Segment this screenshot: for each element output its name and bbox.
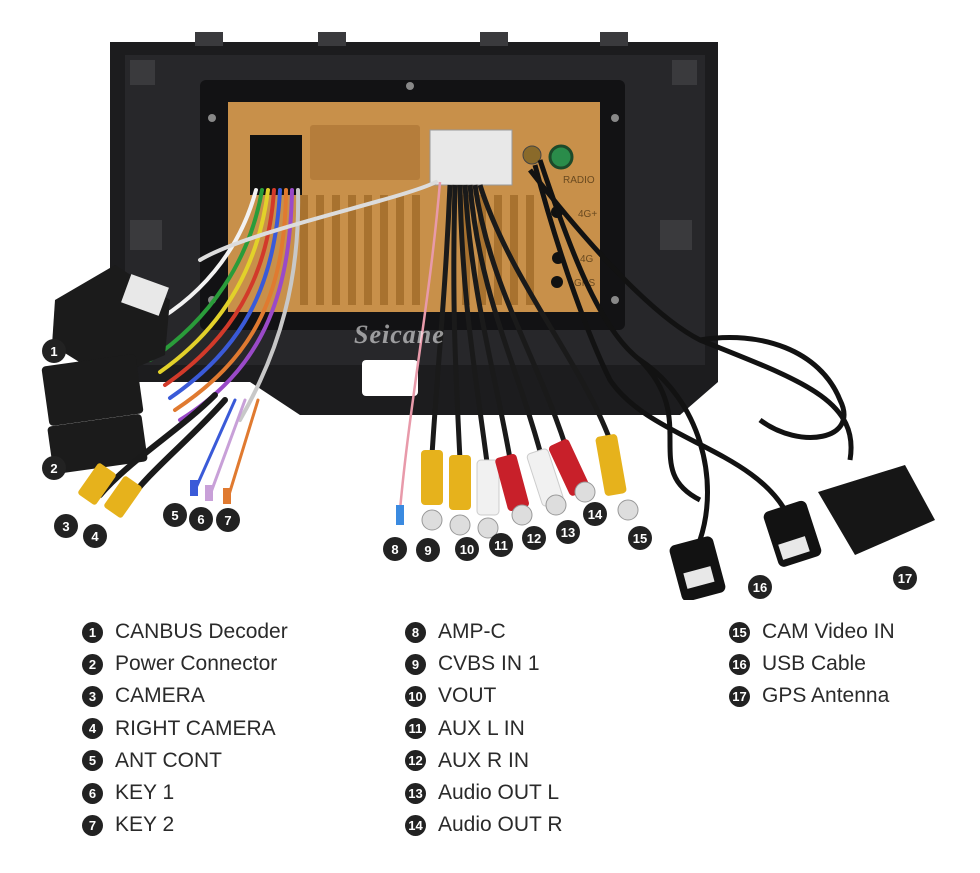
callout-8: 8 (383, 537, 407, 561)
legend-number: 8 (405, 621, 426, 643)
legend-item: 7 KEY 2 (82, 809, 288, 841)
legend-label: AUX L IN (438, 716, 525, 740)
watermark: Seicane (354, 320, 445, 349)
vent-slots (300, 125, 534, 305)
legend-label: GPS Antenna (762, 684, 890, 708)
callout-5: 5 (163, 503, 187, 527)
board-label-4g-plus: 4G+ (578, 209, 597, 220)
legend-label: KEY 1 (115, 781, 175, 805)
gps-antenna-puck (818, 465, 935, 555)
usb-gps-cables (528, 159, 854, 541)
legend-number: 13 (405, 782, 426, 804)
legend-number: 6 (82, 782, 103, 804)
legend-label: VOUT (438, 684, 497, 708)
legend-number: 16 (729, 653, 750, 675)
legend-number: 11 (405, 718, 426, 740)
legend-item: 6 KEY 1 (82, 777, 288, 809)
legend-item: 1 CANBUS Decoder (82, 616, 288, 648)
legend-label: CVBS IN 1 (438, 652, 540, 676)
legend-number: 12 (405, 750, 426, 772)
callout-7: 7 (216, 508, 240, 532)
legend-label: Power Connector (115, 652, 278, 676)
board-label-radio: RADIO (563, 175, 595, 186)
camera-cables (78, 392, 260, 518)
callout-2: 2 (42, 456, 66, 480)
main-harness-socket (250, 135, 302, 195)
canbus-decoder-box (52, 265, 170, 380)
callout-16: 16 (748, 575, 772, 599)
legend-item: 4 RIGHT CAMERA (82, 713, 288, 745)
legend-item: 15 CAM Video IN (729, 616, 895, 648)
power-connector-blocks (41, 354, 148, 474)
legend-column-1: 1 CANBUS Decoder 2 Power Connector 3 CAMERA… (82, 616, 288, 841)
callout-6: 6 (189, 507, 213, 531)
gps-jack (522, 145, 542, 165)
legend-item: 17 GPS Antenna (729, 680, 895, 712)
legend-label: CAM Video IN (762, 620, 895, 644)
callout-10: 10 (455, 537, 479, 561)
rca-plugs (396, 434, 639, 539)
port-gps (551, 276, 563, 288)
legend-item: 13 Audio OUT L (405, 777, 563, 809)
callout-17: 17 (893, 566, 917, 590)
legend-number: 17 (729, 685, 750, 707)
legend-number: 15 (729, 621, 750, 643)
legend-label: RIGHT CAMERA (115, 716, 276, 740)
legend-label: CANBUS Decoder (115, 620, 288, 644)
legend-number: 1 (82, 621, 103, 643)
legend-item: 2 Power Connector (82, 648, 288, 680)
legend-label: USB Cable (762, 652, 866, 676)
legend-item: 16 USB Cable (729, 648, 895, 680)
legend-number: 14 (405, 814, 426, 836)
callout-13: 13 (556, 520, 580, 544)
legend-number: 2 (82, 653, 103, 675)
callout-11: 11 (489, 533, 513, 557)
legend-number: 7 (82, 814, 103, 836)
legend-number: 9 (405, 653, 426, 675)
legend-item: 14 Audio OUT R (405, 809, 563, 841)
legend-label: Audio OUT R (438, 813, 563, 837)
radio-jack (548, 144, 574, 170)
legend-item: 3 CAMERA (82, 680, 288, 712)
legend-label: KEY 2 (115, 813, 175, 837)
rca-bundle-wires (398, 181, 613, 511)
legend-item: 11 AUX L IN (405, 713, 563, 745)
callout-4: 4 (83, 524, 107, 548)
legend-item: 9 CVBS IN 1 (405, 648, 563, 680)
legend-number: 4 (82, 718, 103, 740)
callout-14: 14 (583, 502, 607, 526)
bezel-slot (362, 360, 418, 396)
legend-number: 3 (82, 685, 103, 707)
callout-9: 9 (416, 538, 440, 562)
legend-label: ANT CONT (115, 748, 222, 772)
legend-item: 12 AUX R IN (405, 745, 563, 777)
callout-1: 1 (42, 339, 66, 363)
legend-label: AMP-C (438, 620, 506, 644)
legend-label: AUX R IN (438, 748, 530, 772)
legend-item: 10 VOUT (405, 680, 563, 712)
board-label-4g: 4G (580, 254, 594, 265)
legend-item: 8 AMP-C (405, 616, 563, 648)
callout-15: 15 (628, 526, 652, 550)
legend-column-3: 15 CAM Video IN 16 USB Cable 17 GPS Antenna (729, 616, 895, 713)
harness-wires (138, 180, 438, 422)
usb-plugs (669, 500, 822, 600)
legend-label: CAMERA (115, 684, 205, 708)
callout-3: 3 (54, 514, 78, 538)
legend-item: 5 ANT CONT (82, 745, 288, 777)
legend-label: Audio OUT L (438, 781, 560, 805)
frame-clips (130, 32, 697, 250)
legend-column-2: 8 AMP-C 9 CVBS IN 1 10 VOUT 11 AUX L IN 12 AU… (405, 616, 563, 841)
legend-number: 10 (405, 685, 426, 707)
av-socket (429, 129, 513, 186)
callout-12: 12 (522, 526, 546, 550)
head-unit-rear-illustration: RADIO 4G+ 4G GPS (41, 32, 935, 600)
legend-number: 5 (82, 750, 103, 772)
